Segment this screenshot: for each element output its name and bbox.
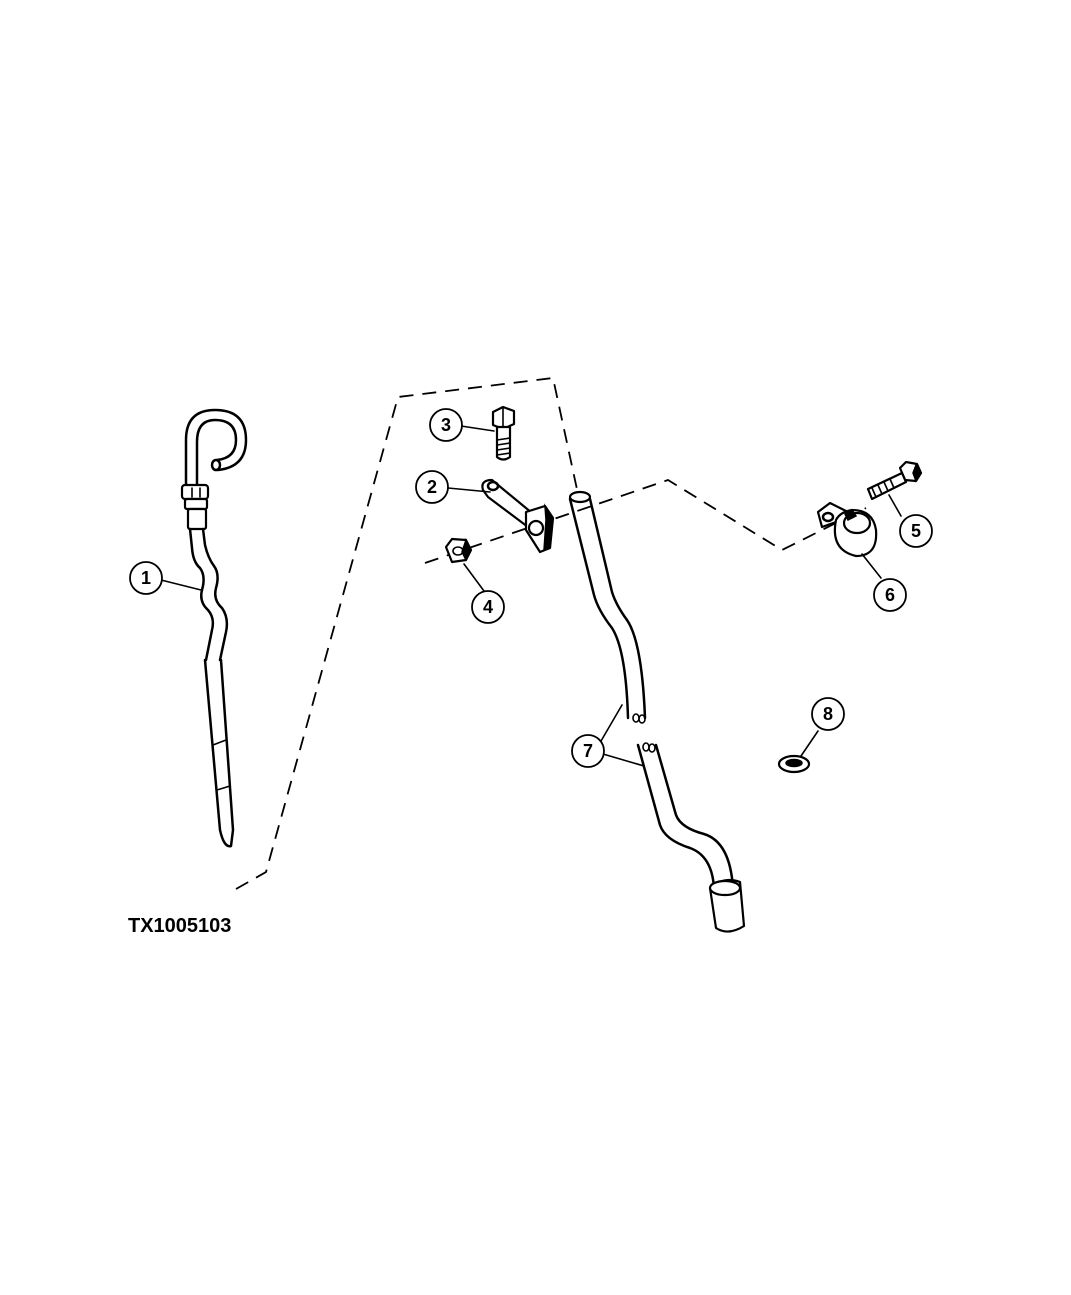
dipstick-part (180, 408, 248, 848)
tube-lower-part (636, 742, 746, 933)
callout-5-label: 5 (911, 521, 921, 541)
callout-7: 7 (571, 734, 605, 768)
callout-4-label: 4 (483, 597, 493, 617)
figure-code: TX1005103 (128, 915, 231, 937)
leader-lines (160, 425, 902, 767)
callout-8-label: 8 (823, 704, 833, 724)
callout-4: 4 (471, 590, 505, 624)
callout-2: 2 (415, 470, 449, 504)
assembly-dashed-lines (235, 377, 867, 890)
bracket-part (481, 478, 555, 554)
callout-6-label: 6 (885, 585, 895, 605)
callout-5: 5 (899, 514, 933, 548)
callout-6: 6 (873, 578, 907, 612)
bolt-part-3 (491, 405, 516, 461)
callout-8: 8 (811, 697, 845, 731)
nut-part-4 (444, 537, 473, 564)
callout-3-label: 3 (441, 415, 451, 435)
callout-3: 3 (429, 408, 463, 442)
tube-upper-part (568, 490, 647, 724)
clamp-part (816, 501, 878, 558)
callout-7-label: 7 (583, 741, 593, 761)
washer-part-8 (777, 754, 811, 774)
bolt-part-5 (866, 460, 923, 501)
callout-1: 1 (129, 561, 163, 595)
callout-1-label: 1 (141, 568, 151, 588)
callout-2-label: 2 (427, 477, 437, 497)
